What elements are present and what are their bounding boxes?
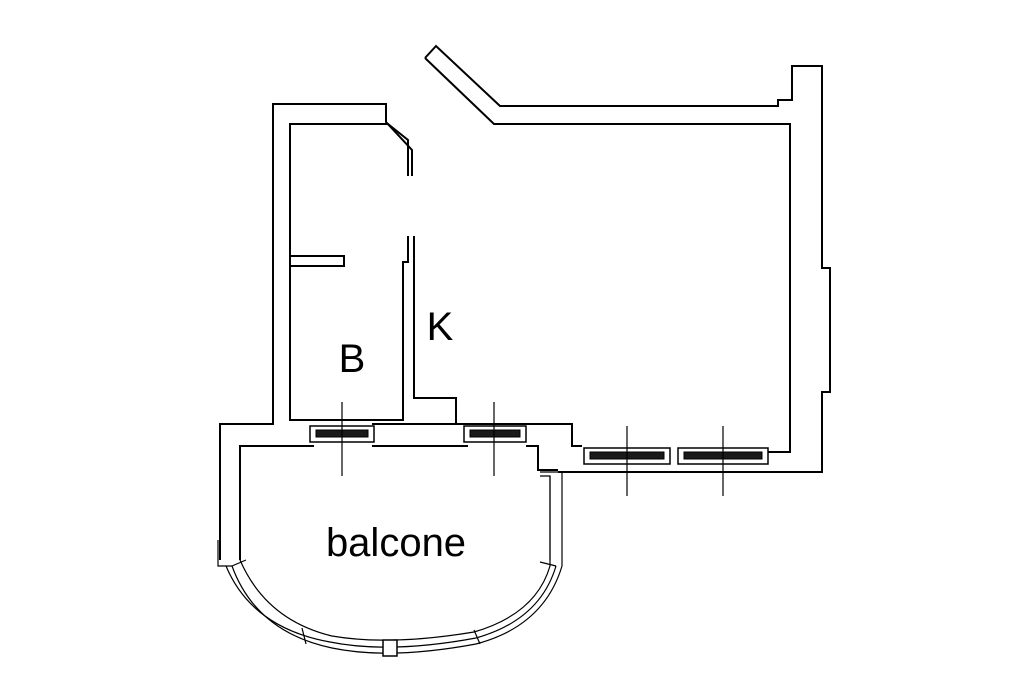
living-inner-wall [424,57,791,453]
room-label-balcony: balcone [326,521,466,565]
railing-post [382,639,398,657]
room-label-kitchen: K [427,305,454,349]
outer-wall [219,103,413,560]
window-kitchen [463,402,527,476]
balcony-top-wall [239,445,558,560]
railing-tick [231,559,247,567]
balcony-railing-mid [225,565,557,648]
inner-wall [289,123,409,421]
railing-tick [539,561,557,567]
window-living-left [583,426,671,496]
railing-tick [301,627,307,645]
balcony-railing-inner [239,475,551,641]
room-label-bathroom: B [339,337,366,381]
bathroom-partition [290,255,345,267]
window-bathroom [309,402,375,476]
entry-diagonal-wall [424,44,831,473]
railing-tick [473,629,481,645]
window-living-right [677,426,769,496]
